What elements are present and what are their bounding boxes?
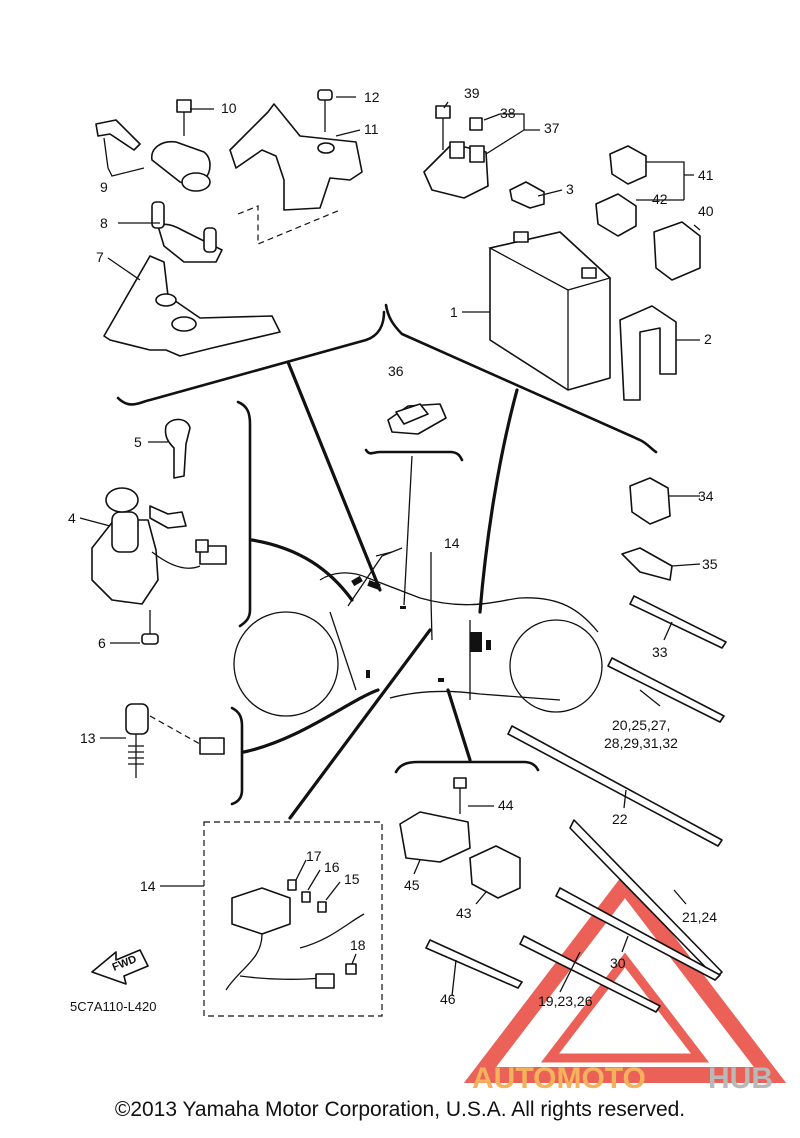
part-7-8-9-10-11-12-cluster [95, 89, 363, 357]
callout-labels: 10 12 11 9 8 7 39 38 37 3 1 2 41 42 40 3… [68, 85, 718, 1014]
callout-39: 39 [464, 85, 480, 101]
ignition-switch-group [91, 418, 227, 645]
callout-20-group-a: 20,25,27, [612, 717, 670, 733]
parts-43-46-group [399, 777, 523, 989]
watermark-text: AUTOMOTO HUB [472, 1062, 773, 1095]
callout-41: 41 [698, 167, 714, 183]
callout-46: 46 [440, 991, 456, 1007]
copyright-notice: ©2013 Yamaha Motor Corporation, U.S.A. A… [114, 1098, 686, 1121]
callout-3: 3 [566, 181, 574, 197]
watermark-logo [463, 871, 787, 1083]
callout-21-24: 21,24 [682, 909, 717, 925]
leader-14 [430, 552, 433, 641]
callout-11: 11 [364, 121, 379, 137]
watermark-part1: AUTOMOTO [472, 1062, 646, 1095]
callout-6: 6 [98, 635, 106, 651]
callout-35: 35 [702, 556, 718, 572]
fwd-arrow-icon: FWD [91, 949, 149, 985]
callout-44: 44 [498, 797, 514, 813]
callout-16: 16 [324, 859, 340, 875]
callout-14-lower: 14 [140, 878, 156, 894]
left-bracket-upper [236, 400, 252, 628]
callout-38: 38 [500, 105, 516, 121]
leader-bold-1 [250, 538, 354, 602]
callout-20-group-b: 28,29,31,32 [604, 735, 678, 751]
callout-10: 10 [221, 100, 237, 116]
callout-13: 13 [80, 730, 96, 746]
left-bracket-lower [230, 706, 244, 806]
callout-40: 40 [698, 203, 714, 219]
bracket-lower-right [394, 688, 540, 774]
part-36-clamp [364, 403, 464, 606]
callout-22: 22 [612, 811, 628, 827]
callout-19-23-26: 19,23,26 [538, 993, 593, 1009]
callout-15: 15 [344, 871, 360, 887]
cable-ties-group [507, 477, 727, 1013]
part-13-neutral-switch [125, 703, 225, 778]
callout-5: 5 [134, 434, 142, 450]
callout-1: 1 [450, 304, 458, 320]
callout-7: 7 [96, 249, 104, 265]
watermark-part2: HUB [708, 1062, 773, 1095]
callout-4: 4 [68, 510, 76, 526]
callout-12: 12 [364, 89, 380, 105]
callout-14-upper: 14 [444, 535, 460, 551]
leader-lines [79, 96, 701, 997]
callout-45: 45 [404, 877, 420, 893]
callout-18: 18 [350, 937, 366, 953]
diagram-code: 5C7A110-L420 [70, 999, 157, 1014]
callout-8: 8 [100, 215, 108, 231]
callout-9: 9 [100, 179, 108, 195]
callout-17: 17 [306, 848, 322, 864]
callout-36: 36 [388, 363, 404, 379]
part-14-harness-box [203, 821, 383, 1017]
callout-30: 30 [610, 955, 626, 971]
leader-bold-3 [288, 628, 432, 820]
callout-33: 33 [652, 644, 668, 660]
top-group-bracket [116, 303, 658, 614]
callout-2: 2 [704, 331, 712, 347]
battery-and-relay-group [423, 105, 701, 401]
callout-42: 42 [652, 191, 668, 207]
leader-bold-2 [242, 688, 380, 754]
callout-37: 37 [544, 120, 560, 136]
atv-outline [233, 547, 603, 717]
callout-34: 34 [698, 488, 714, 504]
callout-43: 43 [456, 905, 472, 921]
